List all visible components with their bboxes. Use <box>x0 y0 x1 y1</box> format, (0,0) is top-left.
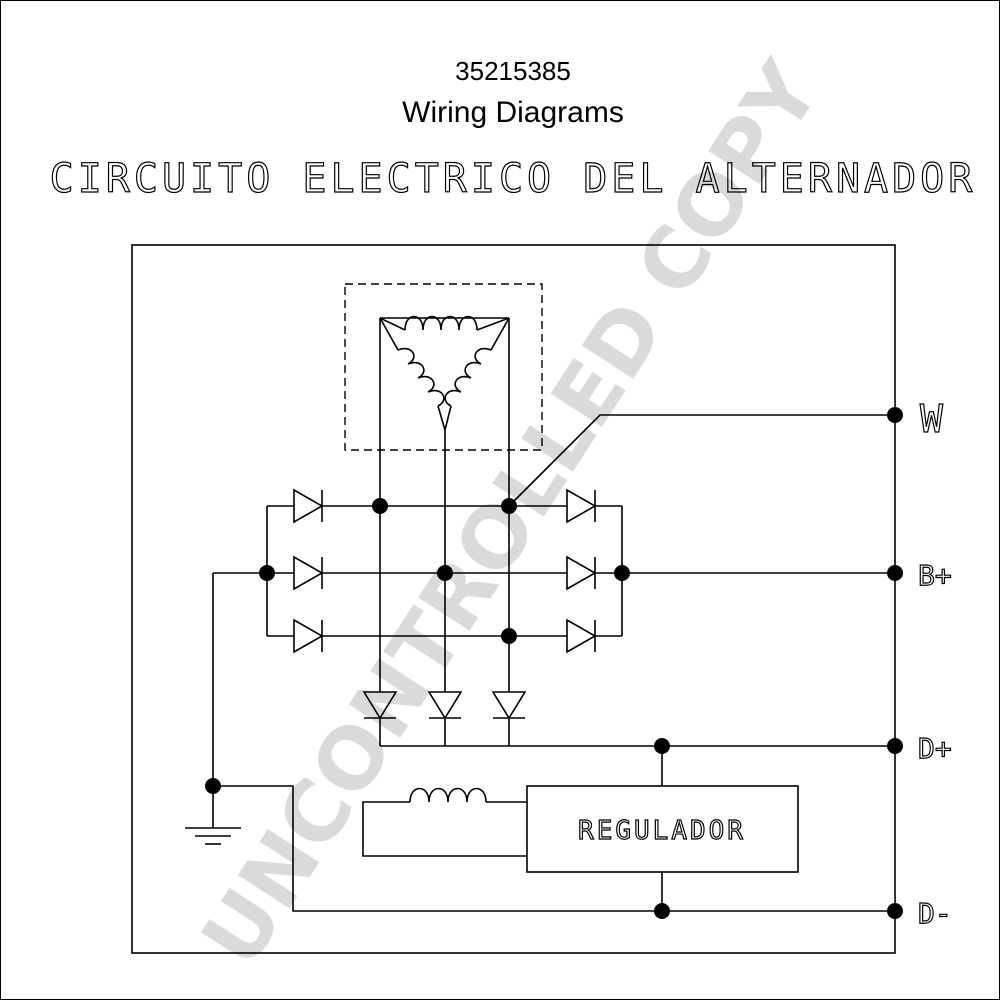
stator-coil-left <box>397 347 445 407</box>
field-coil <box>362 787 527 857</box>
diode-exciter-3 <box>491 691 527 720</box>
terminal-d-plus-label: D+ <box>918 732 952 765</box>
diode-negative-1 <box>293 488 324 524</box>
terminal-b-plus-label: B+ <box>918 559 952 592</box>
alternator-enclosure <box>131 244 896 954</box>
terminal-b-plus-dot <box>887 565 903 581</box>
diode-positive-1 <box>566 488 597 524</box>
junction-dots <box>205 498 670 919</box>
terminal-w-label: W <box>920 397 943 441</box>
stator-coil-top <box>404 315 478 331</box>
terminal-d-minus-label: D- <box>918 897 952 930</box>
terminal-d-plus-dot <box>887 738 903 754</box>
stator <box>344 283 543 451</box>
regulator-label: REGULADOR <box>578 816 746 846</box>
diode-positive-2 <box>566 555 597 591</box>
part-number: 35215385 <box>455 56 571 86</box>
diode-positive-3 <box>566 618 597 654</box>
ground-symbol <box>185 827 241 845</box>
stator-coil-right <box>444 347 492 407</box>
terminal-d-minus-dot <box>887 903 903 919</box>
subtitle: Wiring Diagrams <box>402 96 624 129</box>
diagram-title: CIRCUITO ELECTRICO DEL ALTERNADOR <box>50 156 977 202</box>
stator-dashed-box <box>344 283 543 451</box>
terminal-w-dot <box>887 407 903 423</box>
diode-negative-2 <box>293 555 324 591</box>
diode-negative-3 <box>293 618 324 654</box>
